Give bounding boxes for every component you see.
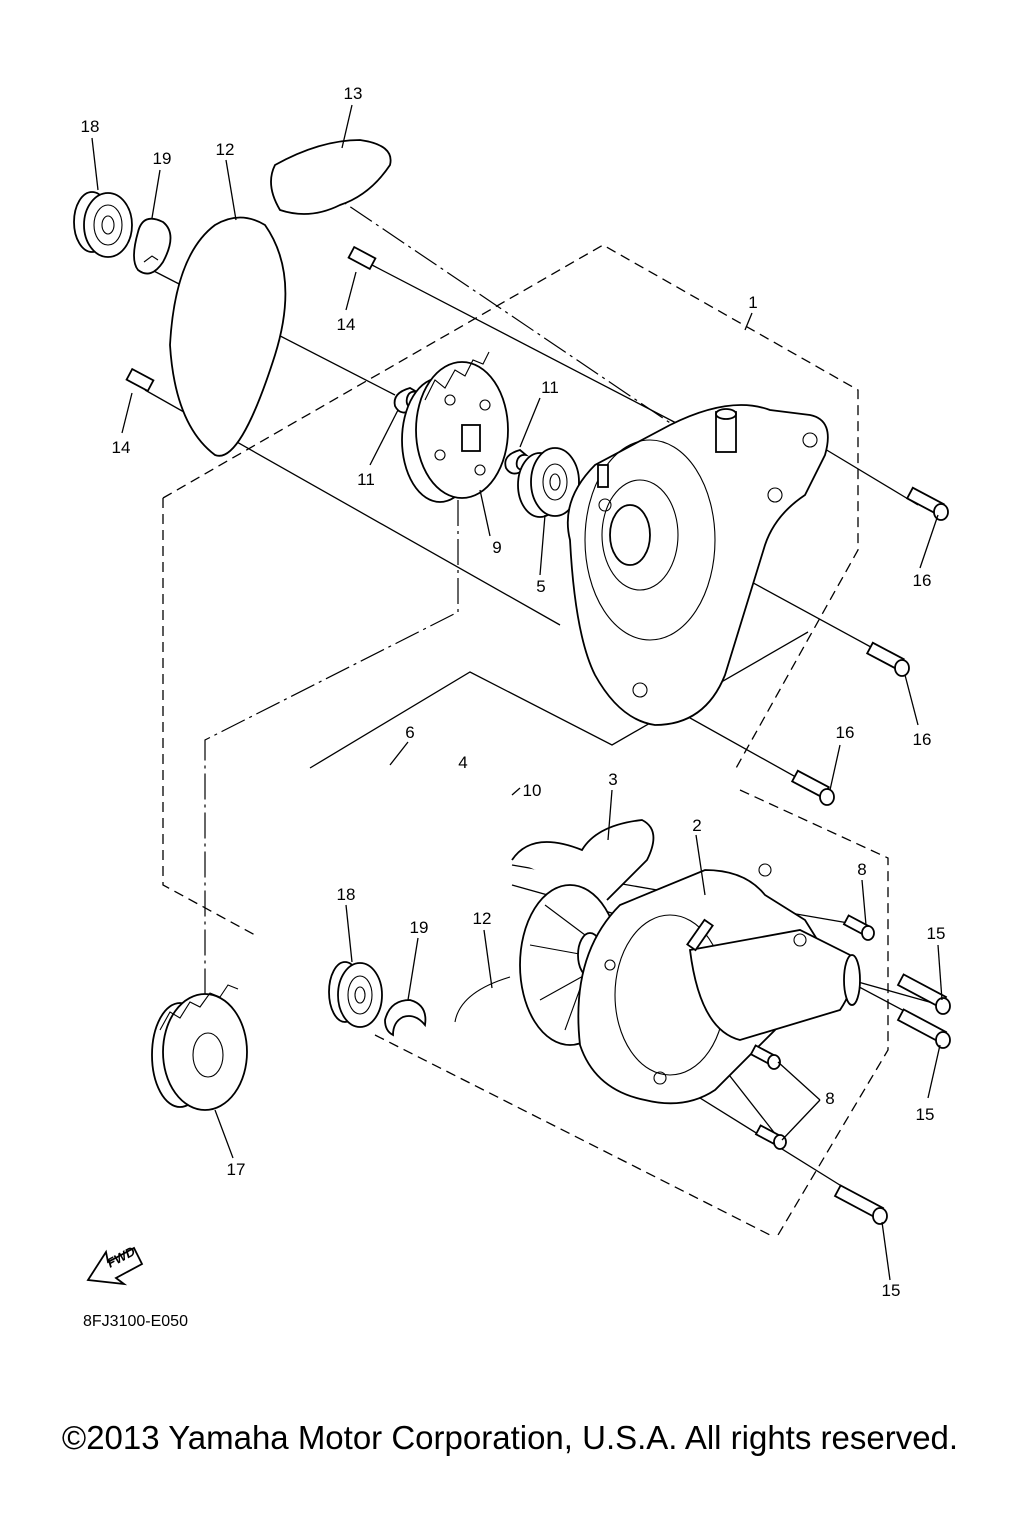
callout-19-bottom: 19 [410,918,429,937]
callout-15-top: 15 [927,924,946,943]
pump-cover-1 [566,404,829,726]
callout-14-top: 14 [337,315,356,334]
callout-2: 2 [692,816,701,835]
callout-3: 3 [608,770,617,789]
callout-19-top: 19 [153,149,172,168]
bolt-8-bottom [754,1124,787,1150]
callout-11-left: 11 [357,470,375,489]
bolt-8-top [842,914,875,941]
assembly-boundary-pump [374,789,889,1236]
pump-housing-2 [577,863,861,1105]
callout-8-bottom: 8 [825,1089,834,1108]
callout-5: 5 [536,577,545,596]
o-ring-12-bottom [454,976,511,1023]
bolt-16-top [905,486,949,521]
bolt-15-middle [896,1008,951,1049]
bearing-18-bottom [328,961,383,1028]
gasket-3 [511,819,655,901]
circlip-19-top [133,217,172,275]
assembly-boundary-solid [309,631,809,769]
diagram-code: 8FJ3100-E050 [83,1313,188,1330]
bearing-18-top [73,191,133,258]
callout-10: 10 [523,781,542,800]
callout-16-top: 16 [913,571,932,590]
o-ring-12-top [169,216,287,457]
bolt-16-bottom [790,769,835,806]
dowel-pin-14-left [125,367,155,393]
callout-8-top: 8 [857,860,866,879]
gear-9 [401,351,509,503]
gear-17 [151,984,248,1111]
bolt-16-middle [865,641,910,677]
callout-labels: 18 19 12 13 14 14 1 11 11 9 5 16 16 16 6… [81,84,946,1300]
gasket-13 [270,139,392,215]
callout-15-middle: 15 [916,1105,935,1124]
circlip-19-bottom [384,999,427,1037]
bearing-5 [517,447,580,518]
bolt-15-bottom [833,1184,888,1225]
callout-leaders [91,104,943,1281]
copyright-notice: ©2013 Yamaha Motor Corporation, U.S.A. A… [62,1419,958,1456]
bolt-8-middle [749,1044,781,1070]
callout-6: 6 [405,723,414,742]
fwd-arrow-icon: FWD [86,1243,144,1286]
callout-12-bottom: 12 [473,909,492,928]
callout-18-top: 18 [81,117,100,136]
bolt-15-top [896,973,951,1015]
callout-11-right: 11 [541,378,559,397]
dowel-pin-14-top [347,245,377,271]
callout-15-bottom: 15 [882,1281,901,1300]
callout-13: 13 [344,84,363,103]
callout-1: 1 [748,293,757,312]
callout-17: 17 [227,1160,246,1179]
callout-4: 4 [458,753,467,772]
callout-16-middle: 16 [913,730,932,749]
callout-18-bottom: 18 [337,885,356,904]
callout-14-left: 14 [112,438,131,457]
assembly-boundary-cover [162,244,859,936]
callout-16-bottom: 16 [836,723,855,742]
callout-9: 9 [492,538,501,557]
callout-12-top: 12 [216,140,235,159]
